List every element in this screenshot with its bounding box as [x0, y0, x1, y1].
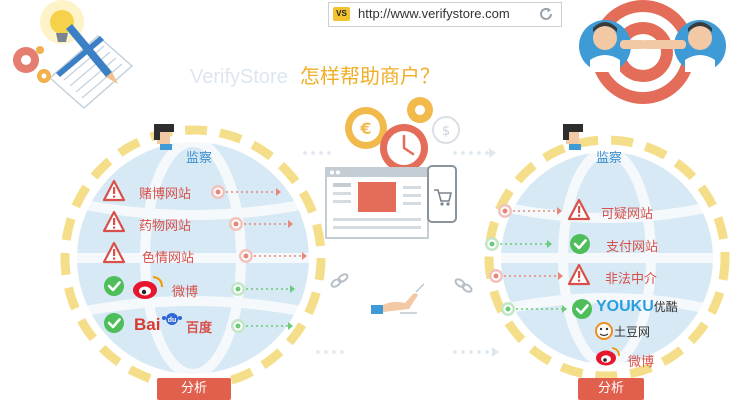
svg-text:du: du	[168, 317, 177, 324]
right-monitor-label: 监察	[596, 151, 623, 166]
tudou-logo	[595, 322, 613, 340]
weibo-logo-right	[596, 347, 620, 366]
youku-logo: YOUKU优酷	[596, 298, 678, 316]
baidu-logo-text: Bai	[134, 315, 161, 334]
left-item-baidu: 百度	[186, 321, 213, 336]
monitor-person-left-icon	[154, 124, 174, 150]
left-item-drugs: 药物网站	[139, 219, 192, 234]
left-item-weibo: 微博	[172, 285, 199, 300]
right-arrows	[500, 207, 567, 313]
right-item-payment: 支付网站	[606, 240, 659, 255]
address-bar[interactable]	[328, 2, 562, 27]
right-item-tudou: 土豆网	[614, 325, 651, 339]
monitor-person-right-icon	[563, 124, 583, 150]
handshake-target-illustration	[579, 0, 726, 104]
right-analysis-badge: 分析	[578, 378, 644, 400]
connector-lines	[303, 148, 499, 357]
right-item-youku: 优酷	[653, 300, 678, 314]
headline-question: 怎样帮助商户？	[299, 64, 440, 88]
left-monitor-label: 监察	[186, 151, 213, 166]
left-analysis-badge: 分析	[157, 378, 231, 400]
right-globe	[484, 135, 730, 381]
lightbulb-notebook-illustration	[13, 0, 134, 109]
right-item-illegal-agent: 非法中介	[605, 272, 658, 287]
right-item-weibo: 微博	[628, 355, 655, 370]
chain-link-icon	[330, 273, 473, 293]
left-item-adult: 色情网站	[142, 251, 195, 266]
headline: VerifyStore 怎样帮助商户？	[190, 60, 440, 89]
reload-icon[interactable]	[537, 5, 555, 23]
baidu-paw-icon: du	[162, 313, 182, 325]
youku-logo-text: YOUKU	[596, 298, 654, 315]
svg-text:$: $	[442, 124, 450, 139]
left-globe	[60, 125, 326, 391]
left-item-gambling: 赌博网站	[139, 187, 192, 202]
right-item-suspicious: 可疑网站	[601, 207, 654, 222]
weibo-logo	[133, 276, 163, 299]
svg-text:€: €	[359, 119, 371, 138]
ecommerce-illustration: € $	[325, 97, 460, 314]
brand-name: VerifyStore	[190, 66, 288, 88]
verifystore-badge-icon: VS	[333, 7, 350, 21]
url-text[interactable]: http://www.verifystore.com	[358, 6, 510, 21]
left-arrows	[226, 188, 307, 330]
